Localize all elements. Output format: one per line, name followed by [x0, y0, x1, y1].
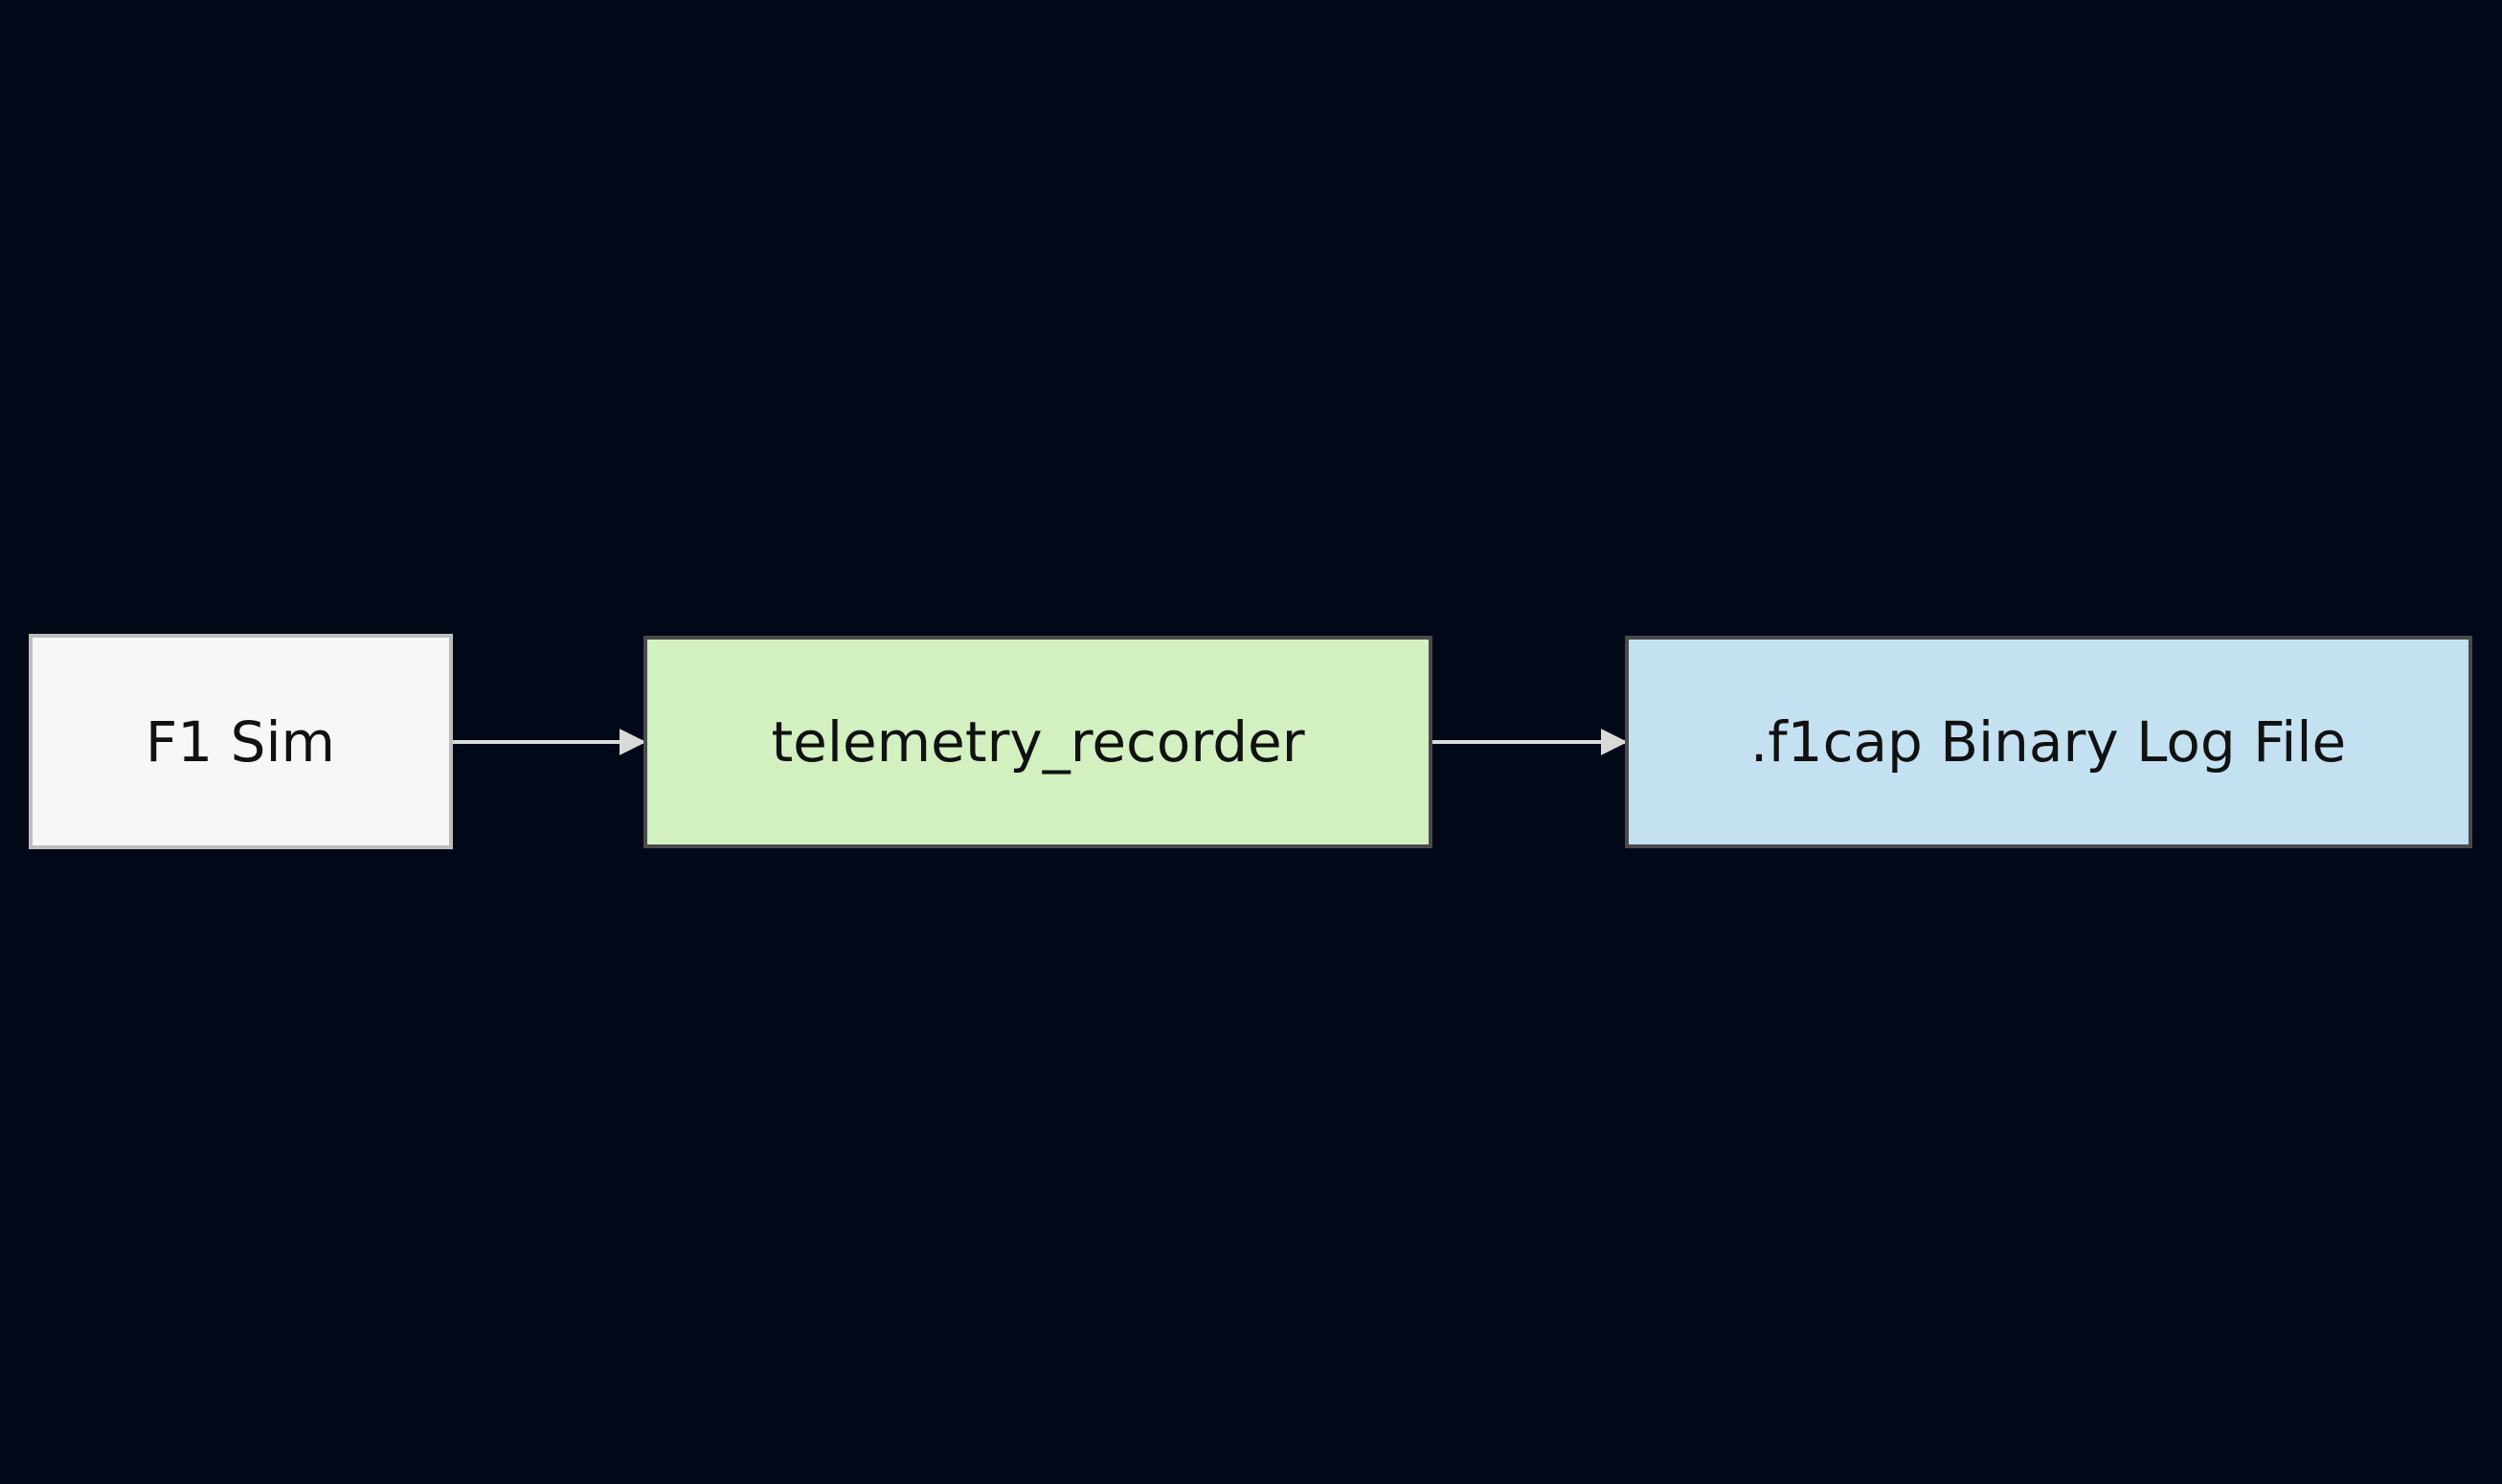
- node-f1-sim-box: [29, 634, 453, 849]
- node-telemetry-recorder-box: [643, 636, 1432, 848]
- node-binary-log-file-label: .f1cap Binary Log File: [1750, 709, 2346, 775]
- node-binary-log-file: .f1cap Binary Log File: [1625, 636, 2472, 848]
- node-f1-sim-label: F1 Sim: [146, 709, 335, 775]
- node-telemetry-recorder-label: telemetry_recorder: [771, 709, 1304, 775]
- node-telemetry-recorder: telemetry_recorder: [643, 636, 1432, 848]
- node-f1-sim: F1 Sim: [29, 634, 453, 849]
- node-binary-log-file-box: [1625, 636, 2472, 848]
